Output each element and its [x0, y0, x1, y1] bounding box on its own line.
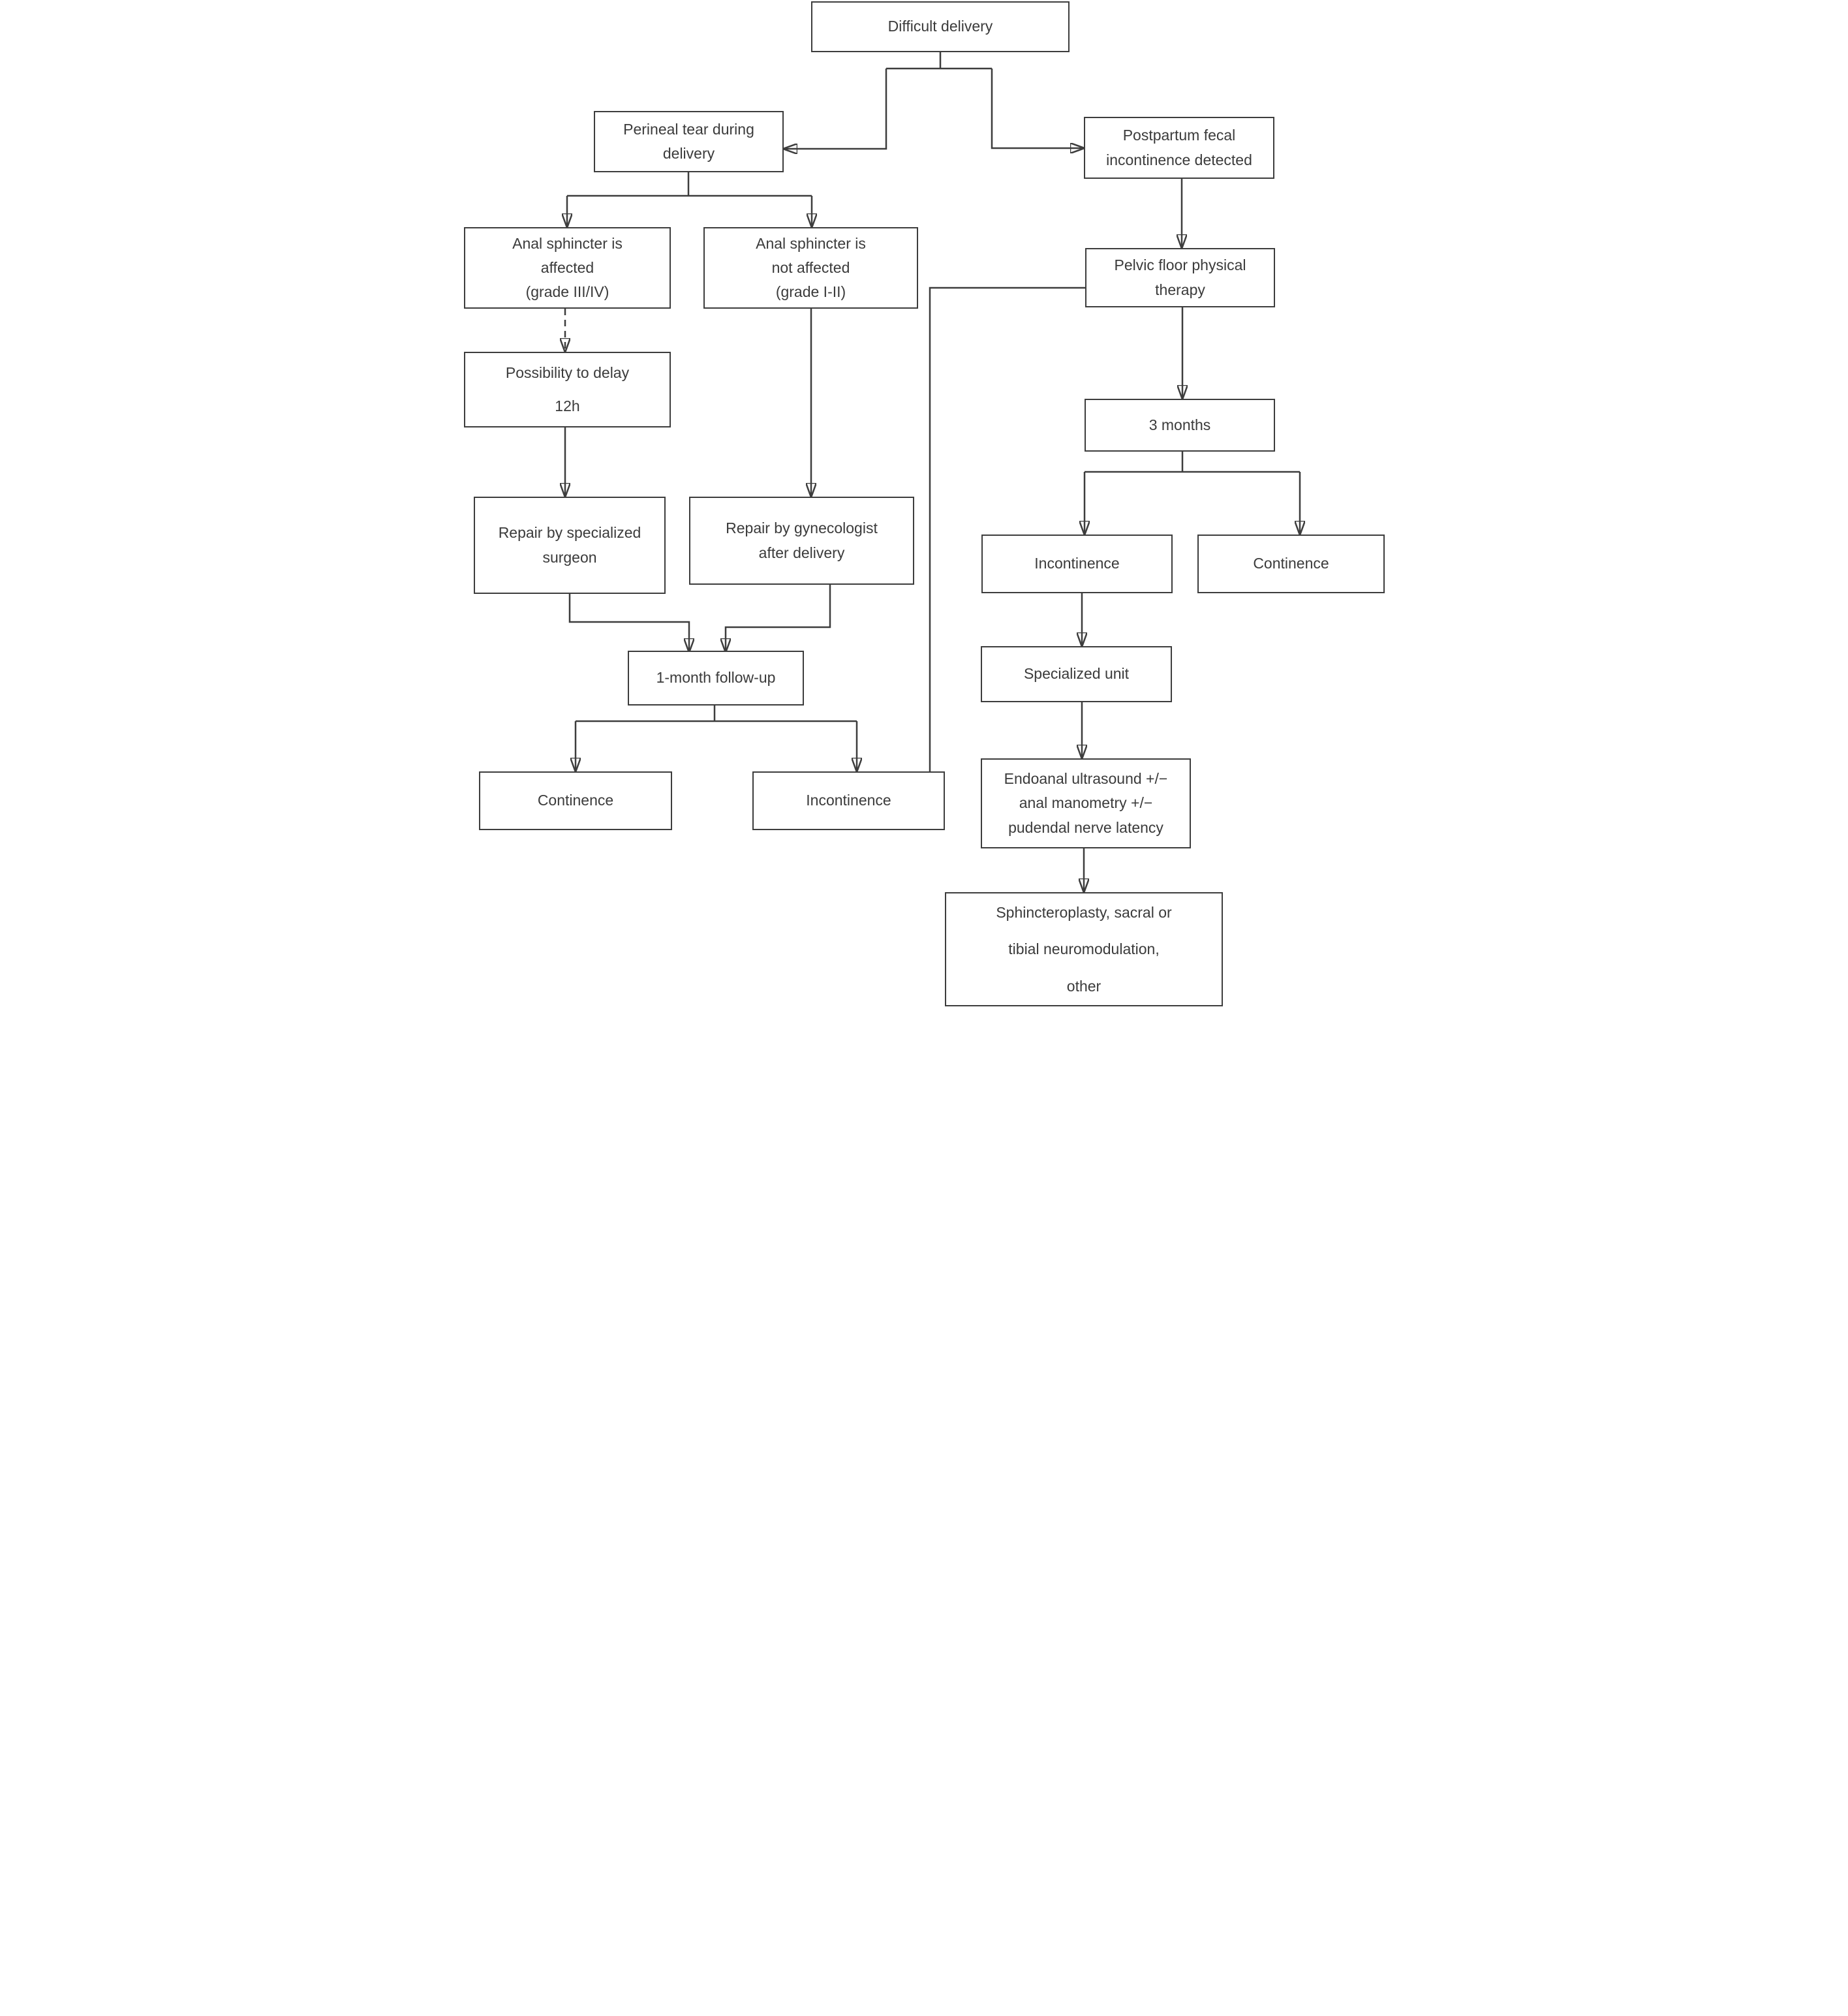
- node-repair-gynecologist: Repair by gynecologist after delivery: [689, 497, 914, 585]
- node-postpartum-incontinence: Postpartum fecal incontinence detected: [1084, 117, 1274, 179]
- edge-top-split: [886, 52, 992, 70]
- node-one-month-followup: 1-month follow-up: [628, 651, 804, 706]
- node-three-months: 3 months: [1085, 399, 1275, 452]
- arrow-to-perineal: [784, 69, 887, 149]
- node-surgery-options: Sphincteroplasty, sacral or tibial neuro…: [945, 892, 1223, 1006]
- node-incontinence-after-therapy: Incontinence: [981, 535, 1173, 593]
- node-sphincter-not-affected: Anal sphincter is not affected (grade I-…: [703, 227, 918, 309]
- arrow-gynecologist-to-followup: [726, 585, 831, 652]
- arrow-to-postpartum: [991, 69, 1084, 148]
- edge-3months-split: [1085, 452, 1300, 473]
- node-perineal-tear: Perineal tear during delivery: [594, 111, 784, 172]
- node-sphincter-affected: Anal sphincter is affected (grade III/IV…: [464, 227, 671, 309]
- node-pelvic-floor-therapy: Pelvic floor physical therapy: [1085, 248, 1275, 307]
- edge-incontinence-to-pt: [929, 287, 1085, 771]
- node-difficult-delivery: Difficult delivery: [811, 1, 1070, 52]
- node-repair-surgeon: Repair by specialized surgeon: [474, 497, 666, 594]
- arrow-surgeon-to-followup: [568, 594, 689, 652]
- node-specialized-unit: Specialized unit: [981, 646, 1172, 702]
- connector-lines: [462, 52, 1386, 1008]
- node-continence-after-repair: Continence: [479, 771, 672, 830]
- flowchart: Difficult delivery Perineal tear during …: [462, 0, 1386, 1008]
- edge-perineal-split: [567, 172, 812, 197]
- edge-followup-split: [576, 706, 857, 722]
- node-continence-after-therapy: Continence: [1197, 535, 1385, 593]
- node-endoanal-tests: Endoanal ultrasound +/− anal manometry +…: [981, 758, 1191, 848]
- node-possibility-delay: Possibility to delay 12h: [464, 352, 671, 427]
- node-incontinence-after-repair: Incontinence: [752, 771, 945, 830]
